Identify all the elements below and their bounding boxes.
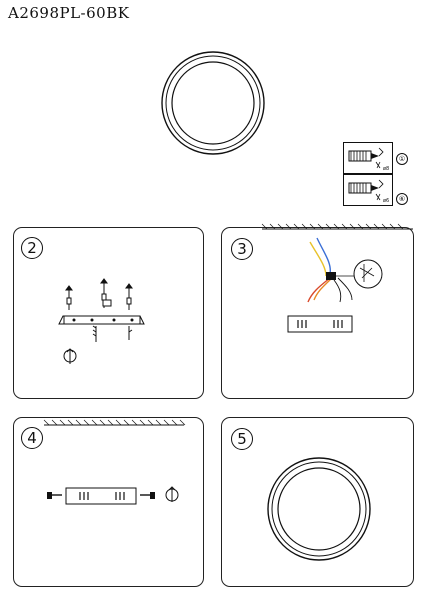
mounting-bracket-illustration bbox=[58, 278, 145, 364]
legend-wall-plug-8mm: ø8 bbox=[343, 142, 393, 174]
legend-size-6: ø6 bbox=[383, 198, 389, 204]
step-4-number: 4 bbox=[21, 427, 43, 449]
finished-lamp-illustration bbox=[267, 457, 371, 561]
legend-number-6: ⑥ bbox=[396, 193, 408, 205]
legend-size-8: ø8 bbox=[383, 166, 389, 172]
fixing-illustration bbox=[43, 419, 186, 505]
step-2-number: 2 bbox=[21, 237, 43, 259]
step-5-panel: 5 bbox=[221, 417, 414, 587]
legend-wall-plug-6mm: ø6 bbox=[343, 174, 393, 206]
model-title: A2698PL-60BK bbox=[8, 4, 130, 22]
step-5-number: 5 bbox=[231, 428, 253, 450]
step-3-panel: 3 bbox=[221, 223, 414, 399]
step-3-number: 3 bbox=[231, 238, 253, 260]
legend-number-1: ① bbox=[396, 153, 408, 165]
wiring-illustration bbox=[261, 223, 413, 333]
step-2-panel: 2 bbox=[13, 227, 204, 399]
step-4-panel: 4 bbox=[13, 417, 204, 587]
